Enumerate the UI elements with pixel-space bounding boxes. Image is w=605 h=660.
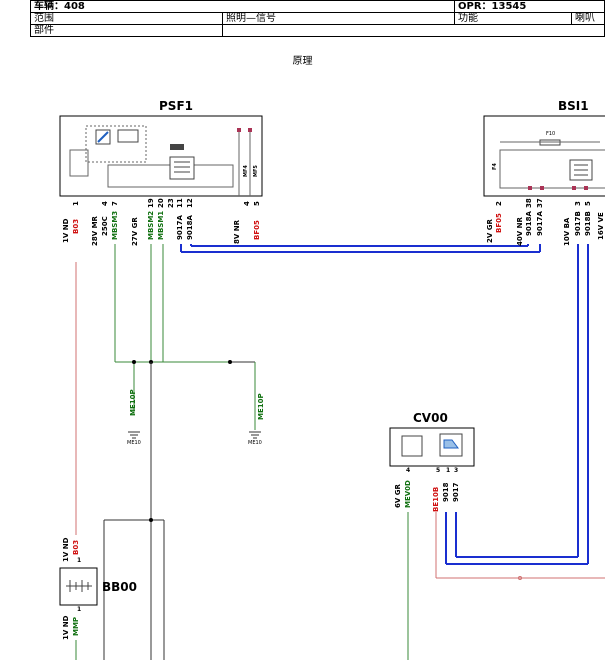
psf1-mbsm1: MBSM1 [157, 210, 165, 240]
psf1-pin12: 12 [186, 198, 194, 208]
psf1-bf05: BF05 [253, 220, 261, 240]
f4-label: F4 [492, 163, 498, 170]
psf1-250c: 250C [101, 216, 109, 236]
bsi-9018b: 9018B [584, 211, 592, 236]
bb-b03: B03 [72, 539, 80, 555]
psf1-mbsm2: MBSM2 [147, 210, 155, 240]
psf1-pin7: 7 [111, 201, 119, 206]
cv-9017: 9017 [452, 482, 460, 502]
bsi-pin38: 38 [525, 198, 533, 208]
psf1-pin11: 11 [176, 198, 184, 208]
f10-label: F10 [546, 131, 556, 137]
mf5-label: MF5 [253, 165, 259, 177]
me10p-label-2: ME10P [257, 393, 265, 420]
psf1-9018a: 9018A [186, 215, 194, 240]
bb-mmp: MMP [72, 616, 80, 636]
cv-pin5: 5 [436, 467, 441, 474]
bb-1vnd-top: 1V ND [62, 537, 70, 562]
me10-label-2: ME10 [248, 440, 262, 446]
bb-1vnd-bot: 1V ND [62, 615, 70, 640]
cv-9018: 9018 [442, 482, 450, 502]
cv-mev0d: MEV0D [404, 480, 412, 508]
bsi-40vnr: 40V NR [516, 217, 524, 246]
cv00-title: CV00 [413, 411, 448, 425]
psf1-pin4b: 4 [243, 201, 251, 206]
psf1-8vnr: 8V NR [233, 220, 241, 244]
mf4-label: MF4 [243, 165, 249, 177]
bb-pin1-top: 1 [77, 557, 82, 564]
bsi-pin5: 5 [584, 201, 592, 206]
part-label: 部件 [30, 24, 223, 37]
psf1-ic [169, 156, 195, 180]
cv-pin1: 1 [446, 467, 451, 474]
bsi-9018a: 9018A [525, 211, 533, 236]
psf1-pin19: 19 [147, 198, 155, 208]
bb-pin1-bot: 1 [77, 606, 82, 613]
bsi1-inner-block [499, 149, 605, 189]
psf1-pin5: 5 [253, 201, 261, 206]
psf1-pin1: 1 [72, 201, 80, 206]
bsi-pin37: 37 [536, 198, 544, 208]
me10-label-1: ME10 [127, 440, 141, 446]
bsi-pin2: 2 [495, 201, 503, 206]
bsi-9017a: 9017A [536, 211, 544, 236]
psf1-b03: B03 [72, 218, 80, 234]
bsi-10vba: 10V BA [563, 217, 571, 246]
psf1-pin4: 4 [101, 201, 109, 206]
psf1-1vnd: 1V ND [62, 218, 70, 243]
psf1-pin20: 20 [157, 198, 165, 208]
psf1-9017a: 9017A [176, 215, 184, 240]
bsi-9017b: 9017B [574, 211, 582, 236]
part-value [222, 24, 605, 37]
psf1-pin23: 23 [167, 198, 175, 208]
psf1-mbsm3: MBSM3 [111, 210, 119, 240]
cv-pin3: 3 [454, 467, 459, 474]
section-title: 原理 [292, 56, 313, 67]
bsi-bf05: BF05 [495, 213, 503, 233]
bsi1-box [483, 115, 605, 197]
psf1-relay-area [85, 125, 147, 163]
psf1-ground-sym [170, 144, 184, 150]
bb00-title: BB00 [102, 580, 137, 594]
me10p-label-1: ME10P [129, 389, 137, 416]
psf1-relay-coil [95, 129, 111, 145]
cv-pin4: 4 [406, 467, 411, 474]
psf1-resistor-block [69, 149, 89, 177]
psf1-box [59, 115, 263, 197]
bsi-2vgr: 2V GR [486, 219, 494, 243]
header-table: 车辆：408 OPR：13545 范围 照明—信号 功能 喇叭 部件 [30, 0, 605, 50]
psf1-28vmr: 28V MR [91, 216, 99, 246]
psf1-title: PSF1 [159, 99, 193, 113]
psf1-relay-contact [97, 131, 109, 143]
bsi-16vve: 16V VE [597, 212, 605, 240]
bsi1-title: BSI1 [558, 99, 589, 113]
psf1-27vgr: 27V GR [131, 217, 139, 246]
cv00-ic [401, 435, 423, 457]
bsi-pin3: 3 [574, 201, 582, 206]
cv-be10b: BE10B [432, 486, 440, 512]
psf1-relay-switch [117, 129, 139, 143]
cv-6vgr: 6V GR [394, 484, 402, 508]
